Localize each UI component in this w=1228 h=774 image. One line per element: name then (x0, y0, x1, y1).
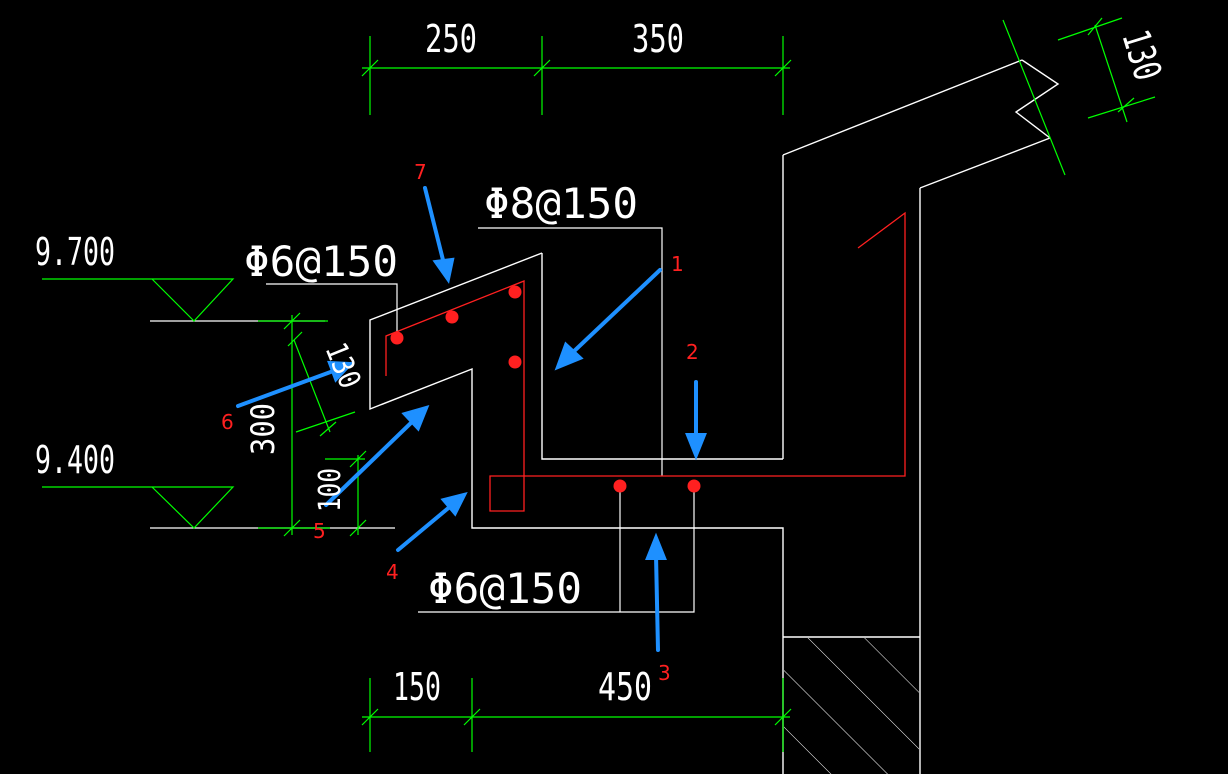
elevation-labels: 9.700 9.400 (35, 230, 115, 482)
rebar-dot (687, 479, 701, 493)
callout-numbers: 1 2 3 4 5 6 7 (221, 160, 699, 685)
rebar-dot (613, 479, 627, 493)
dim-slab-right: 130 (1113, 25, 1170, 86)
dim-bottom-right: 450 (598, 665, 652, 709)
rebar (385, 211, 906, 512)
callout-7: 7 (414, 160, 427, 184)
callout-3: 3 (658, 661, 671, 685)
rebar-dot (390, 331, 404, 345)
callout-6: 6 (221, 410, 234, 434)
dim-bottom-left: 150 (393, 665, 441, 709)
dimension-lines (42, 17, 1156, 752)
rebar-dot (508, 355, 522, 369)
dim-height-300: 300 (244, 403, 282, 455)
rebar-dot (508, 285, 522, 299)
rebar-label-top: Φ8@150 (484, 179, 638, 228)
elevation-lower: 9.400 (35, 438, 115, 482)
rebar-label-left: Φ6@150 (244, 237, 398, 286)
rebar-labels: Φ8@150 Φ6@150 Φ6@150 (244, 179, 638, 613)
callout-arrows (236, 186, 707, 652)
arrow-7 (423, 186, 446, 266)
callout-4: 4 (386, 560, 399, 584)
elevation-upper: 9.700 (35, 230, 115, 274)
dim-height-100: 100 (313, 468, 348, 512)
arrow-3 (654, 553, 660, 652)
arrow-1 (568, 268, 662, 357)
arrow-5 (324, 418, 416, 507)
concrete-outline (369, 59, 1060, 774)
arrow-6 (236, 368, 338, 408)
rebar-label-bottom: Φ6@150 (428, 564, 582, 613)
dimension-labels: 250 350 150 450 130 130 300 100 (244, 17, 1170, 709)
dim-top-right: 350 (632, 17, 684, 61)
rebar-dots (390, 285, 701, 493)
callout-1: 1 (671, 252, 684, 276)
rebar-dot (445, 310, 459, 324)
dim-top-left: 250 (425, 17, 477, 61)
callout-5: 5 (313, 519, 326, 543)
wall-hatch (784, 638, 919, 774)
arrow-4 (396, 503, 454, 552)
callout-2: 2 (686, 340, 699, 364)
dim-slab-left: 130 (318, 338, 368, 394)
